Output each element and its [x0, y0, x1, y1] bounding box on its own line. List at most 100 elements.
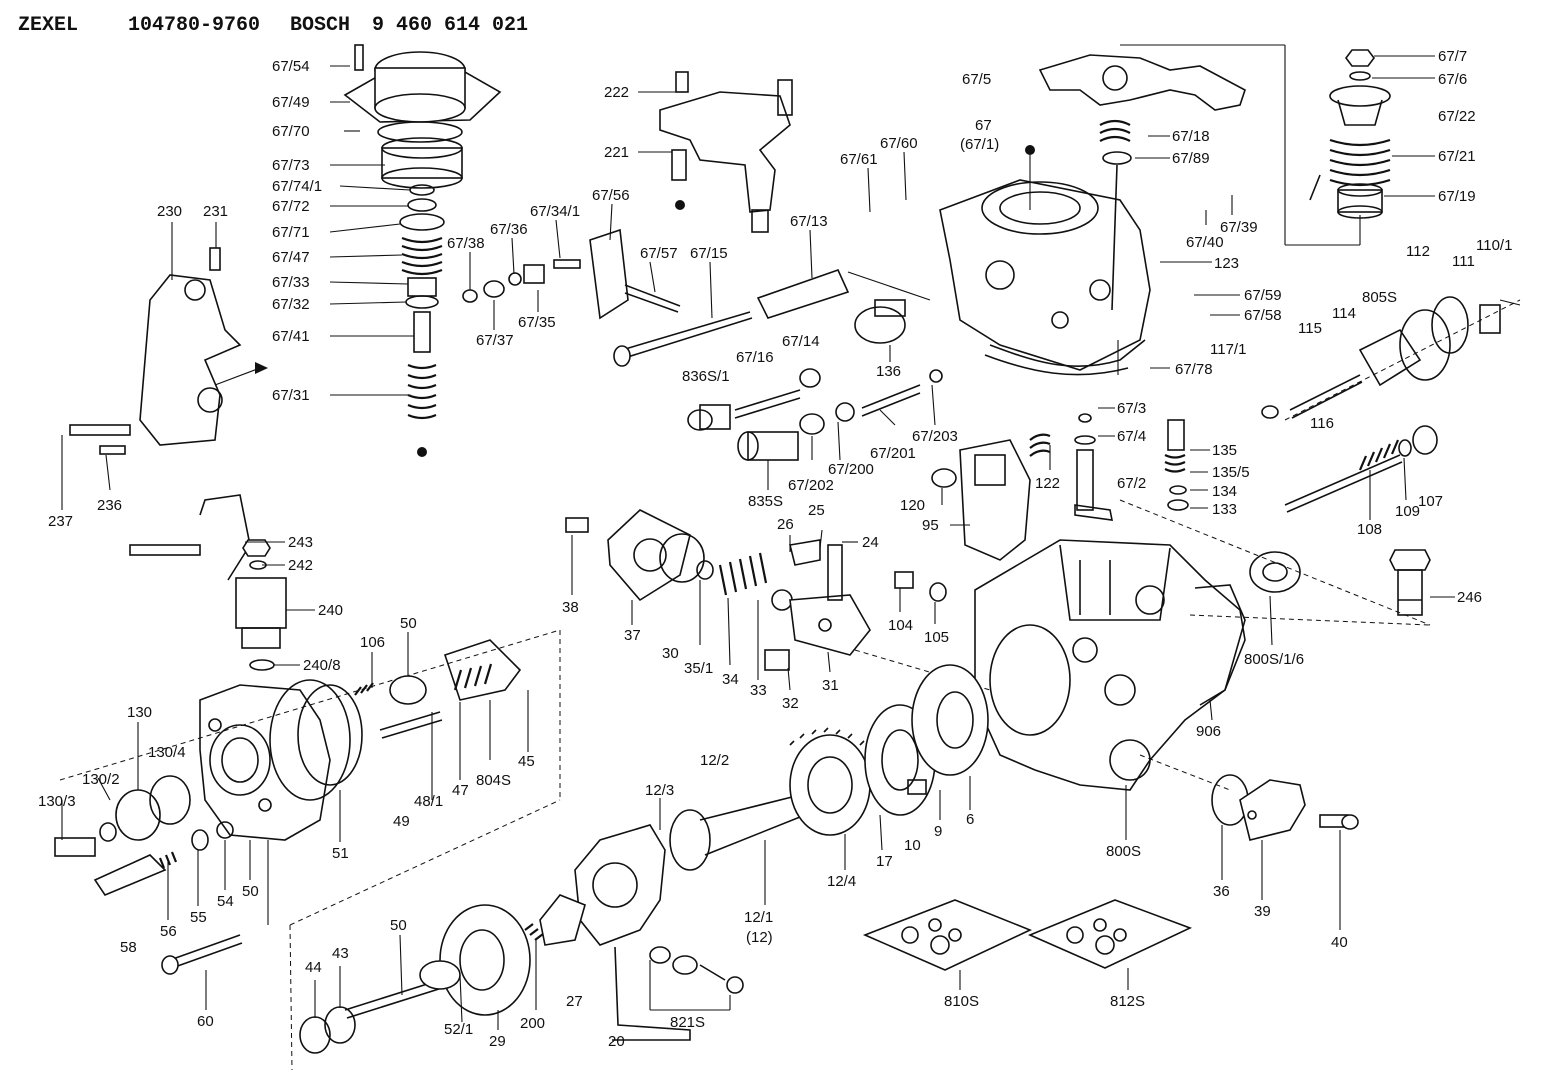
label-32: 32: [782, 695, 799, 712]
label-67-89: 67/89: [1172, 150, 1210, 167]
label-67-15: 67/15: [690, 245, 728, 262]
label-67-72: 67/72: [272, 198, 310, 215]
label-67-58: 67/58: [1244, 307, 1282, 324]
label-12: (12): [746, 929, 773, 946]
label-60: 60: [197, 1013, 214, 1030]
label-835s: 835S: [748, 493, 783, 510]
label-67-202: 67/202: [788, 477, 834, 494]
header-bosch-part-number: 9 460 614 021: [372, 14, 528, 37]
label-35-1: 35/1: [684, 660, 713, 677]
label-240: 240: [318, 602, 343, 619]
label-67-2: 67/2: [1117, 475, 1146, 492]
governor-lever-67-5-drawing: [1038, 54, 1246, 311]
label-12-3: 12/3: [645, 782, 674, 799]
part-labels: 67/54 67/49 67/70 67/73 67/74/1 67/72 67…: [38, 48, 1512, 1050]
label-130-2: 130/2: [82, 771, 120, 788]
label-12-4: 12/4: [827, 873, 856, 890]
label-67-5: 67/5: [962, 71, 991, 88]
label-116: 116: [1310, 415, 1334, 432]
label-231: 231: [203, 203, 228, 220]
label-56: 56: [160, 923, 177, 940]
label-236: 236: [97, 497, 122, 514]
header-brand-bosch: BOSCH: [290, 14, 350, 37]
label-237: 237: [48, 513, 73, 530]
label-67: 67: [975, 117, 992, 134]
label-821s: 821S: [670, 1014, 705, 1031]
label-812s: 812S: [1110, 993, 1145, 1010]
label-67-54: 67/54: [272, 58, 310, 75]
label-133: 133: [1212, 501, 1237, 518]
label-49: 49: [393, 813, 410, 830]
label-67-73: 67/73: [272, 157, 310, 174]
label-12-1: 12/1: [744, 909, 773, 926]
label-47: 47: [452, 782, 469, 799]
leader-lines: [61, 44, 1455, 1030]
label-135: 135: [1212, 442, 1237, 459]
label-52-1: 52/1: [444, 1021, 473, 1038]
label-54: 54: [217, 893, 234, 910]
label-805s: 805S: [1362, 289, 1397, 306]
label-67-41: 67/41: [272, 328, 310, 345]
label-67-34-1: 67/34/1: [530, 203, 580, 220]
label-67-200: 67/200: [828, 461, 874, 478]
label-67-61: 67/61: [840, 151, 878, 168]
cam-plate-29-drawing: [299, 904, 544, 1054]
label-67-38: 67/38: [447, 235, 485, 252]
linkage-67-2-drawing: [1074, 413, 1189, 521]
label-50-bottom: 50: [390, 917, 407, 934]
label-25: 25: [808, 502, 825, 519]
label-67-18: 67/18: [1172, 128, 1210, 145]
label-67-49: 67/49: [272, 94, 310, 111]
label-9: 9: [934, 823, 942, 840]
label-43: 43: [332, 945, 349, 962]
valve-group-drawing: [565, 509, 991, 691]
label-6: 6: [966, 811, 974, 828]
label-123: 123: [1214, 255, 1239, 272]
gasket-906-drawing: [1194, 584, 1246, 706]
label-200: 200: [520, 1015, 545, 1032]
label-112: 112: [1406, 243, 1430, 260]
label-122: 122: [1035, 475, 1060, 492]
label-246: 246: [1457, 589, 1482, 606]
plug-104-drawing: [894, 571, 947, 602]
label-50-left: 50: [242, 883, 259, 900]
label-37: 37: [624, 627, 641, 644]
label-107: 107: [1418, 493, 1443, 510]
label-34: 34: [722, 671, 739, 688]
small-parts-row-drawing: [462, 228, 681, 320]
label-67-31: 67/31: [272, 387, 310, 404]
pump-housing-drawing: [974, 499, 1431, 791]
gasket-kit-810s-drawing: [862, 899, 1033, 971]
label-106: 106: [360, 634, 385, 651]
label-230: 230: [157, 203, 182, 220]
label-30: 30: [662, 645, 679, 662]
label-114: 114: [1332, 305, 1356, 322]
label-800s-1-6: 800S/1/6: [1244, 651, 1304, 668]
label-45: 45: [518, 753, 535, 770]
label-67-78: 67/78: [1175, 361, 1213, 378]
label-120: 120: [900, 497, 925, 514]
label-67-22: 67/22: [1438, 108, 1476, 125]
label-130-4: 130/4: [148, 744, 186, 761]
label-67-4: 67/4: [1117, 428, 1146, 445]
label-243: 243: [288, 534, 313, 551]
label-117-1: 117/1: [1210, 341, 1246, 358]
label-67-13: 67/13: [790, 213, 828, 230]
spring-stack-67-21-drawing: [1309, 49, 1391, 219]
label-810s: 810S: [944, 993, 979, 1010]
label-29: 29: [489, 1033, 506, 1050]
label-10: 10: [904, 837, 921, 854]
label-67-60: 67/60: [880, 135, 918, 152]
label-67-57: 67/57: [640, 245, 678, 262]
label-36: 36: [1213, 883, 1230, 900]
label-67-59: 67/59: [1244, 287, 1282, 304]
label-20: 20: [608, 1033, 625, 1050]
label-104: 104: [888, 617, 913, 634]
label-26: 26: [777, 516, 794, 533]
label-67-74-1: 67/74/1: [272, 178, 322, 195]
label-24: 24: [862, 534, 879, 551]
label-12-2: 12/2: [700, 752, 729, 769]
label-130-3: 130/3: [38, 793, 76, 810]
feed-pump-assembly-drawing: [1261, 296, 1521, 421]
